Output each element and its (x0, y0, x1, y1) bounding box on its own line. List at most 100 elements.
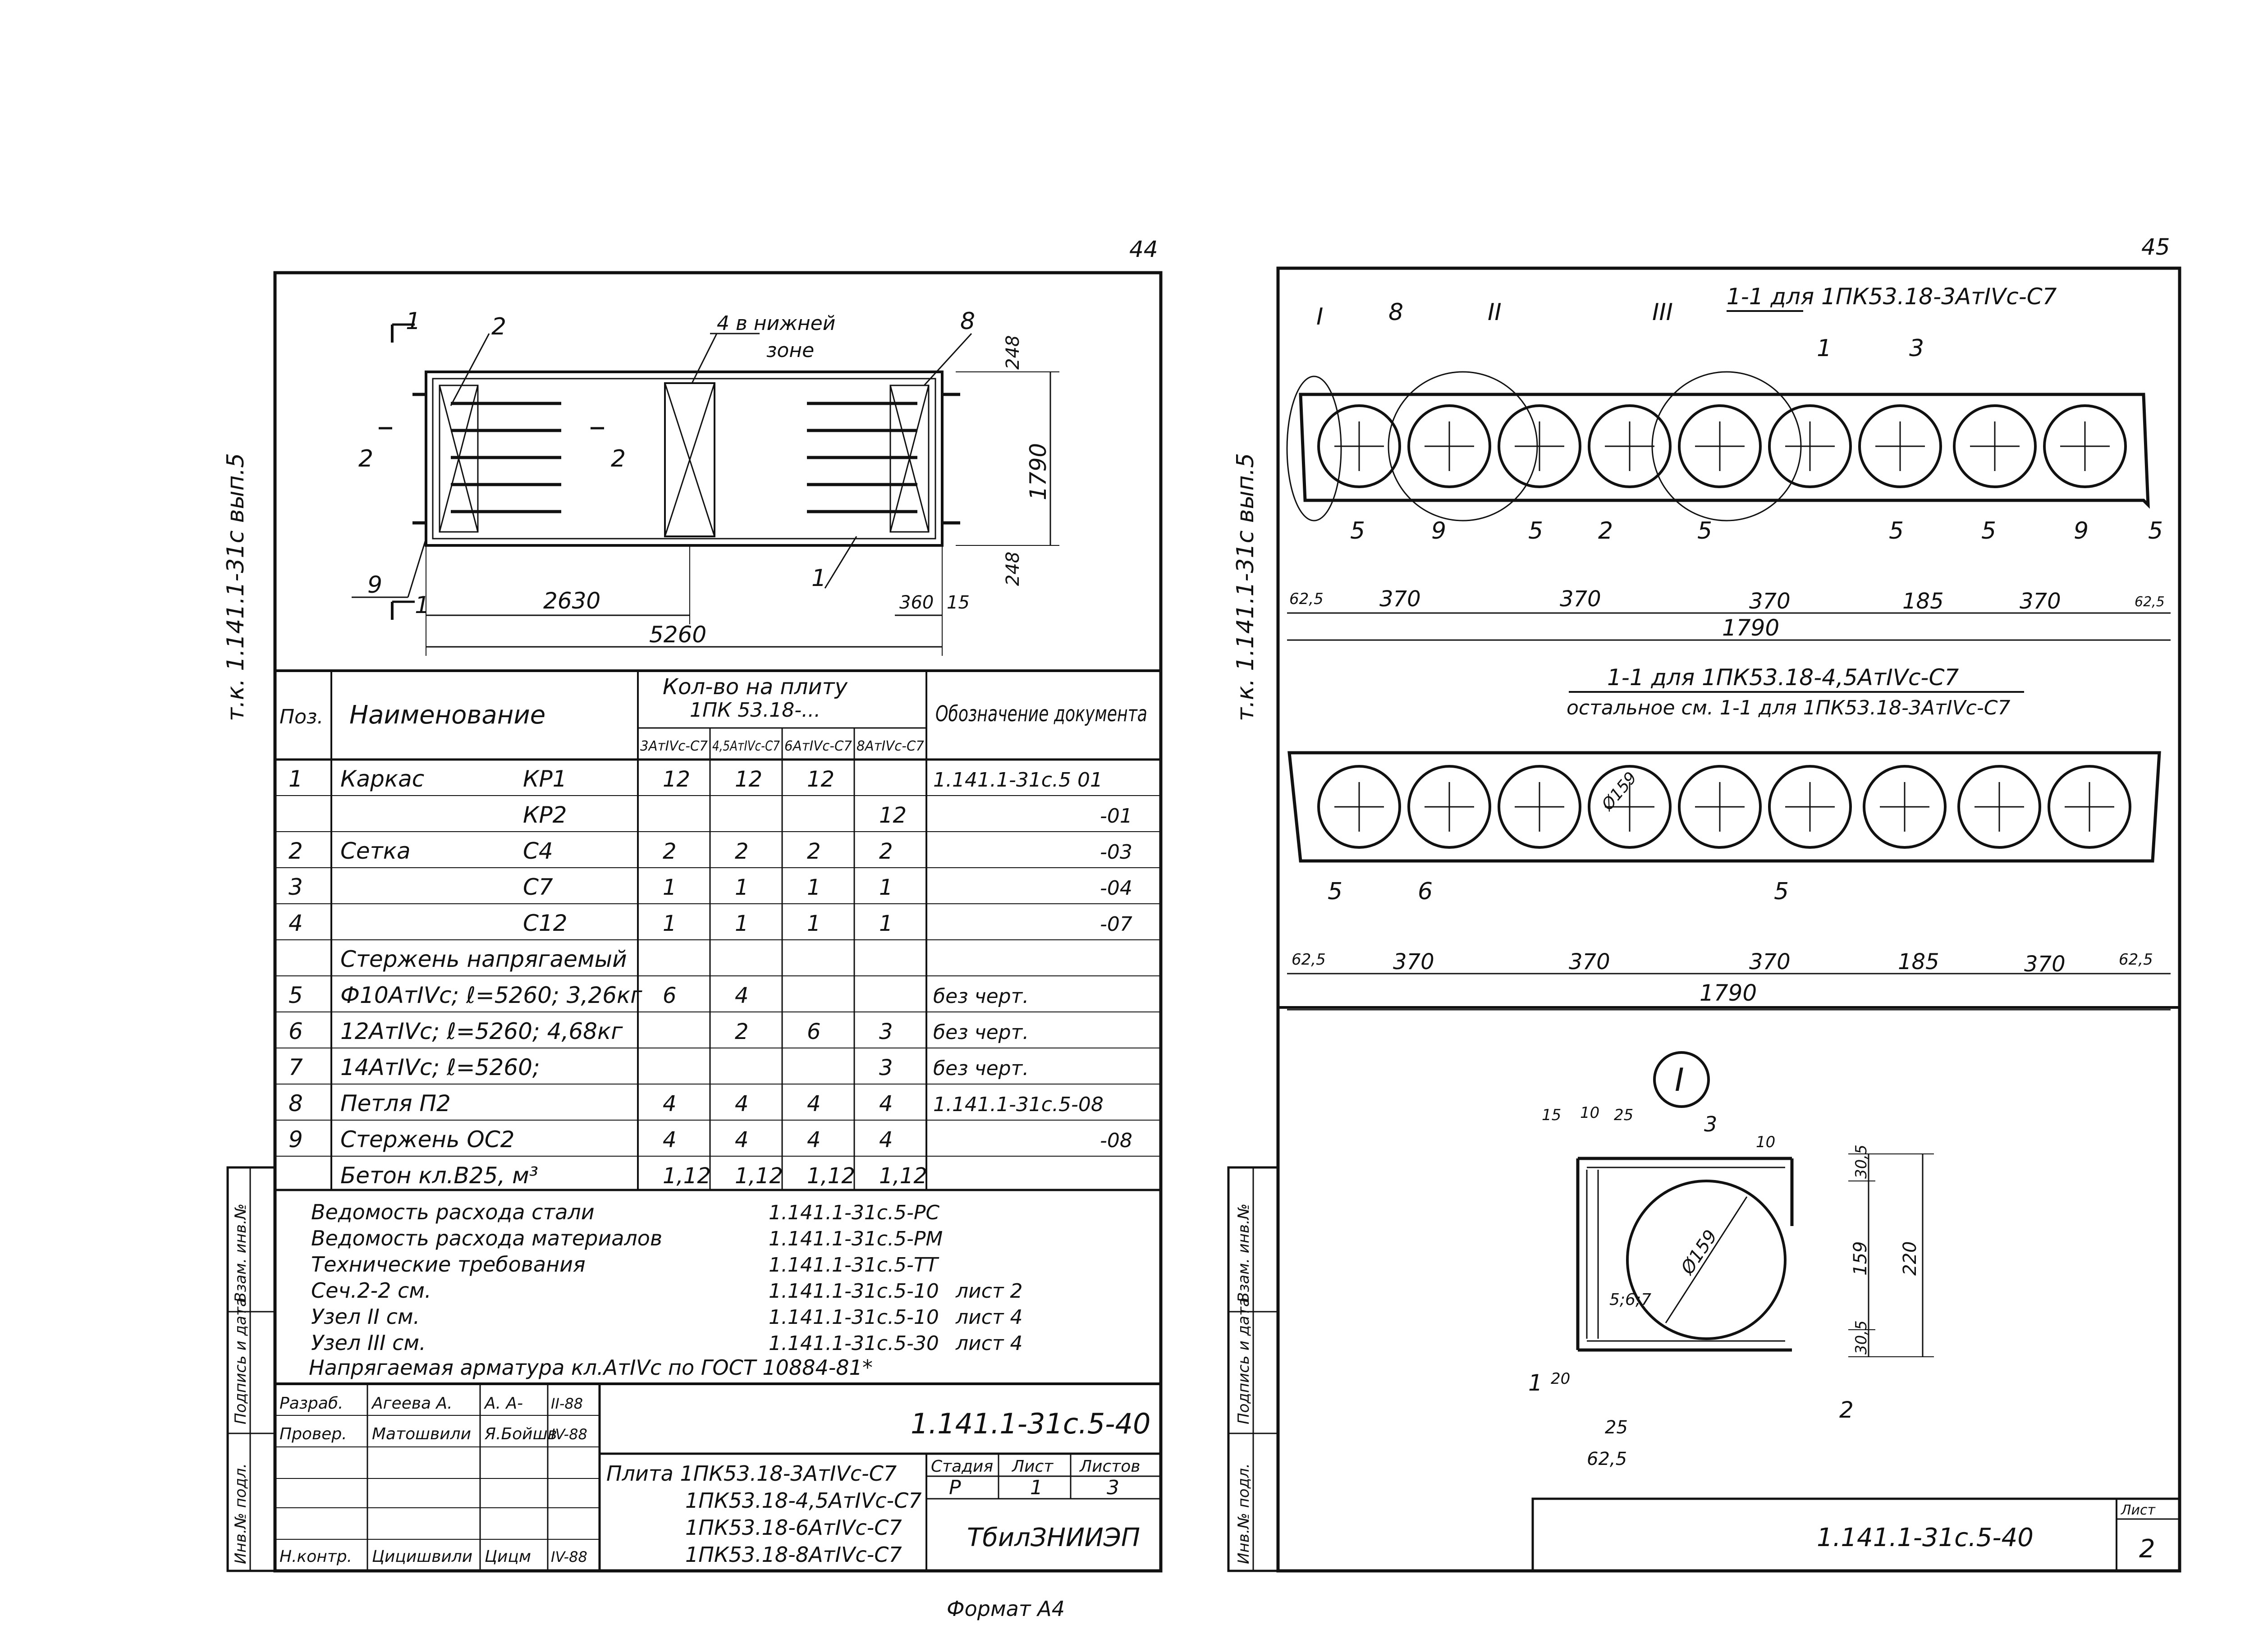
reference-doc: 1.141.1-31с.5-30 (769, 1332, 939, 1355)
sec2-label: 5 (1328, 878, 1342, 905)
title-desc-4: 1ПК53.18-8АтIVс-С7 (685, 1542, 902, 1567)
col-replace: Взам. инв.№ (232, 1204, 250, 1303)
row-doc: без черт. (933, 1021, 1029, 1044)
row-pos: 4 (289, 910, 303, 936)
sec2-dim-total: 1790 (1700, 980, 1757, 1006)
row-doc: -07 (1100, 913, 1132, 936)
sec2-dim: 370 (1569, 949, 1610, 975)
row-q4: 1 (879, 911, 893, 936)
row-q2: 1 (735, 875, 749, 900)
row-mark: С7 (523, 874, 553, 900)
dim-248a: 248 (1003, 335, 1023, 370)
section-1-1-45at: 1-1 для 1ПК53.18-4,5АтIVс-С7 остальное с… (1287, 664, 2171, 1011)
void-circle (1863, 765, 1947, 849)
th-sub-2: 4,5АтIVс-С7 (712, 738, 780, 754)
title-desc-3: 1ПК53.18-6АтIVс-С7 (685, 1515, 902, 1540)
right-sheet: 45 т.к. 1.141.1-31с вып.5 1-1 для 1ПК53.… (1227, 234, 2181, 1573)
void-circle (1498, 404, 1581, 488)
row-q3: 6 (807, 1019, 821, 1044)
sec2-title: 1-1 для 1ПК53.18-4,5АтIVс-С7 (1607, 664, 1959, 691)
node-label: 5;6;7 (1609, 1290, 1651, 1309)
sec1-dim: 62,5 (1289, 590, 1324, 608)
tb-sign: Цицм (485, 1547, 531, 1566)
th-sub-1: 3АтIVс-С7 (640, 738, 708, 754)
stage-label: Стадия (931, 1457, 993, 1476)
binding-columns: Инв.№ подл. Подпись и дата Взам. инв.№ (226, 1166, 276, 1572)
sec1-bottom-label: 5 (1528, 517, 1543, 545)
th-pos: Поз. (279, 705, 323, 728)
right-sheet-value: 2 (2139, 1534, 2155, 1564)
reference-text: Сеч.2-2 см. (311, 1278, 431, 1303)
sheet-number-left: 44 (1129, 236, 1158, 262)
node-dia: Ø159 (1677, 1226, 1722, 1279)
sec2-dim: 62,5 (1292, 951, 1326, 969)
void-circle (1953, 404, 2037, 488)
plan-label-1: 1 (406, 308, 421, 335)
sec1-label: 8 (1388, 299, 1403, 326)
node-label: 2 (1839, 1397, 1854, 1423)
th-name: Наименование (349, 700, 545, 730)
sheet-value: 1 (1030, 1476, 1043, 1499)
row-doc: -08 (1100, 1129, 1132, 1152)
sec1-dim: 185 (1902, 589, 1944, 614)
row-q2: 1,12 (735, 1163, 783, 1189)
row-q1: 6 (663, 983, 677, 1008)
right-doc-number: 1.141.1-31с.5-40 (1817, 1523, 2034, 1552)
row-pos: 8 (289, 1090, 303, 1117)
sec1-label: 3 (1909, 335, 1924, 362)
node-label: 10 (1580, 1104, 1599, 1122)
node-label: 1 (1528, 1370, 1543, 1396)
void-circle (1317, 404, 1401, 488)
row-q4: 2 (879, 839, 893, 864)
dim-1790: 1790 (1025, 443, 1051, 500)
row-q1: 1 (663, 911, 677, 936)
row-mark: КР2 (523, 802, 567, 828)
row-q2: 4 (735, 983, 749, 1008)
sec2-label: 5 (1774, 878, 1789, 905)
row-q4: 3 (879, 1055, 893, 1080)
tb-role: Провер. (279, 1425, 347, 1443)
node-label: 20 (1551, 1370, 1570, 1388)
organization: ТбилЗНИИЭП (967, 1523, 1140, 1552)
table-row: Стержень напрягаемый (340, 946, 627, 972)
void-circle (1407, 765, 1491, 849)
dim-15: 15 (947, 592, 970, 613)
void-circle (1498, 765, 1581, 849)
title-desc-2: 1ПК53.18-4,5АтIVс-С7 (685, 1488, 922, 1513)
dim-2630: 2630 (543, 588, 600, 614)
row-pos: 9 (289, 1126, 303, 1153)
void-circle (1407, 404, 1491, 488)
row-q3: 1 (807, 911, 821, 936)
row-doc: -04 (1100, 877, 1132, 900)
node-right-dim: 159 (1850, 1241, 1871, 1276)
node-label: 10 (1756, 1133, 1775, 1151)
void-circle (1678, 404, 1762, 488)
format-label: Формат А4 (947, 1597, 1065, 1621)
row-q2: 2 (735, 1019, 749, 1044)
row-q2: 4 (735, 1091, 749, 1117)
sec1-title: 1-1 для 1ПК53.18-3АтIVс-С7 (1727, 284, 2057, 310)
specification-table: Поз. Наименование Кол-во на плиту 1ПК 53… (275, 671, 1161, 1191)
sec1-label: I (1316, 303, 1323, 330)
reference-doc: 1.141.1-31с.5-РС (769, 1201, 939, 1224)
row-name: 14АтIVс; ℓ=5260; (340, 1054, 540, 1080)
sec1-bottom-label: 5 (1350, 517, 1365, 545)
row-pos: 1 (289, 766, 303, 792)
void-circle (1858, 404, 1942, 488)
row-q3: 1,12 (807, 1163, 855, 1189)
title-doc-number: 1.141.1-31с.5-40 (911, 1407, 1150, 1440)
sec2-label: 6 (1418, 878, 1433, 905)
row-q4: 1,12 (879, 1163, 927, 1189)
rcol-inv: Инв.№ подл. (1235, 1463, 1253, 1564)
sheets-label: Листов (1079, 1457, 1140, 1476)
